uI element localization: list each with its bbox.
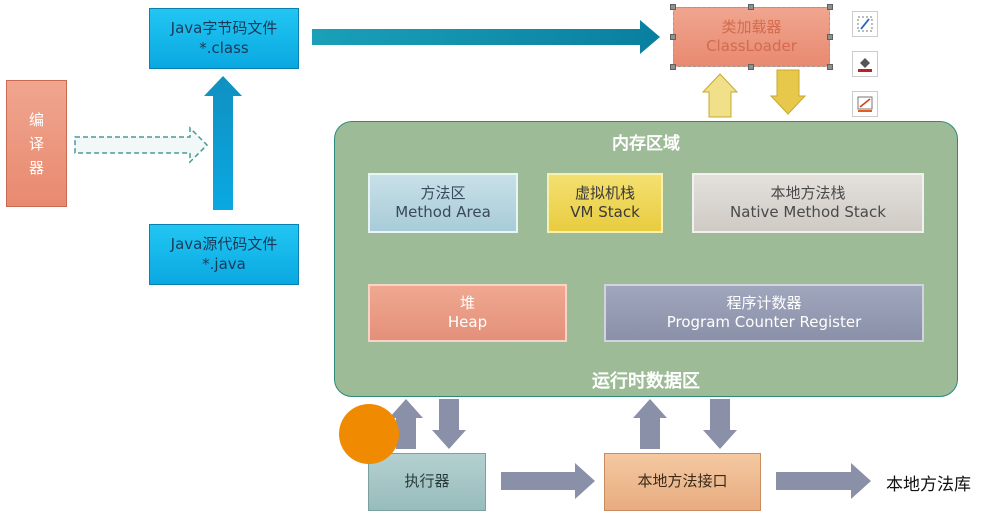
bytecode-file-ext: *.class: [199, 38, 249, 57]
program-counter-register-cn: 程序计数器: [726, 293, 802, 312]
source-file-name: Java源代码文件: [170, 235, 278, 253]
source-file-ext: *.java: [202, 254, 246, 273]
selection-handle[interactable]: [748, 4, 754, 10]
method-area-en: Method Area: [395, 203, 491, 221]
memory-region: [334, 121, 958, 397]
runtime-data-area-title: 运行时数据区: [592, 371, 700, 392]
compiler-box[interactable]: 编 译 器: [6, 80, 67, 207]
executor-down-arrow: [432, 399, 466, 449]
classloader-to-memory-arrow: [769, 69, 807, 115]
classloader-en: ClassLoader: [706, 37, 797, 55]
executor-box[interactable]: 执行器: [368, 453, 486, 511]
native-interface-box[interactable]: 本地方法接口: [604, 453, 761, 511]
line-color-icon[interactable]: [852, 91, 878, 117]
cursor-highlight-dot: [339, 404, 399, 464]
selection-handle[interactable]: [827, 4, 833, 10]
classloader-cn: 类加载器: [721, 17, 782, 36]
compiler-label: 编 译 器: [28, 110, 44, 177]
heap-en: Heap: [447, 313, 488, 331]
selection-handle[interactable]: [670, 34, 676, 40]
source-file-box[interactable]: Java源代码文件 *.java: [149, 224, 299, 285]
edit-shape-icon[interactable]: [852, 11, 878, 37]
native-method-stack-box[interactable]: 本地方法栈 Native Method Stack: [692, 173, 924, 233]
program-counter-register-box[interactable]: 程序计数器 Program Counter Register: [604, 284, 924, 342]
selection-handle[interactable]: [827, 34, 833, 40]
memory-region-title: 内存区域: [612, 134, 680, 154]
native-interface-label: 本地方法接口: [637, 472, 728, 491]
fill-bucket-icon[interactable]: [852, 51, 878, 77]
vm-stack-en: VM Stack: [570, 203, 640, 221]
native-interface-down-arrow: [703, 399, 737, 449]
heap-box[interactable]: 堆 Heap: [368, 284, 567, 342]
selection-handle[interactable]: [670, 4, 676, 10]
vm-stack-cn: 虚拟机栈: [574, 183, 635, 202]
selection-handle[interactable]: [670, 64, 676, 70]
selection-handle[interactable]: [827, 64, 833, 70]
source-to-bytecode-arrow: [204, 76, 242, 210]
memory-to-classloader-arrow: [701, 73, 739, 118]
program-counter-register-en: Program Counter Register: [666, 313, 862, 331]
method-area-box[interactable]: 方法区 Method Area: [368, 173, 518, 233]
method-area-cn: 方法区: [420, 183, 466, 202]
bytecode-to-classloader-arrow: [312, 20, 660, 54]
vm-stack-box[interactable]: 虚拟机栈 VM Stack: [547, 173, 663, 233]
native-method-stack-cn: 本地方法栈: [770, 183, 846, 202]
compile-dashed-arrow: [74, 126, 209, 164]
bytecode-file-box[interactable]: Java字节码文件 *.class: [149, 8, 299, 69]
native-library-label: 本地方法库: [886, 475, 971, 495]
bytecode-file-name: Java字节码文件: [170, 19, 278, 37]
native-interface-up-arrow: [633, 399, 667, 449]
native-interface-to-library-arrow: [776, 463, 871, 499]
heap-cn: 堆: [459, 293, 475, 312]
executor-to-native-interface-arrow: [501, 463, 595, 499]
classloader-box[interactable]: 类加载器 ClassLoader: [673, 7, 830, 67]
native-method-stack-en: Native Method Stack: [730, 203, 886, 221]
executor-label: 执行器: [404, 472, 450, 491]
selection-handle[interactable]: [748, 64, 754, 70]
